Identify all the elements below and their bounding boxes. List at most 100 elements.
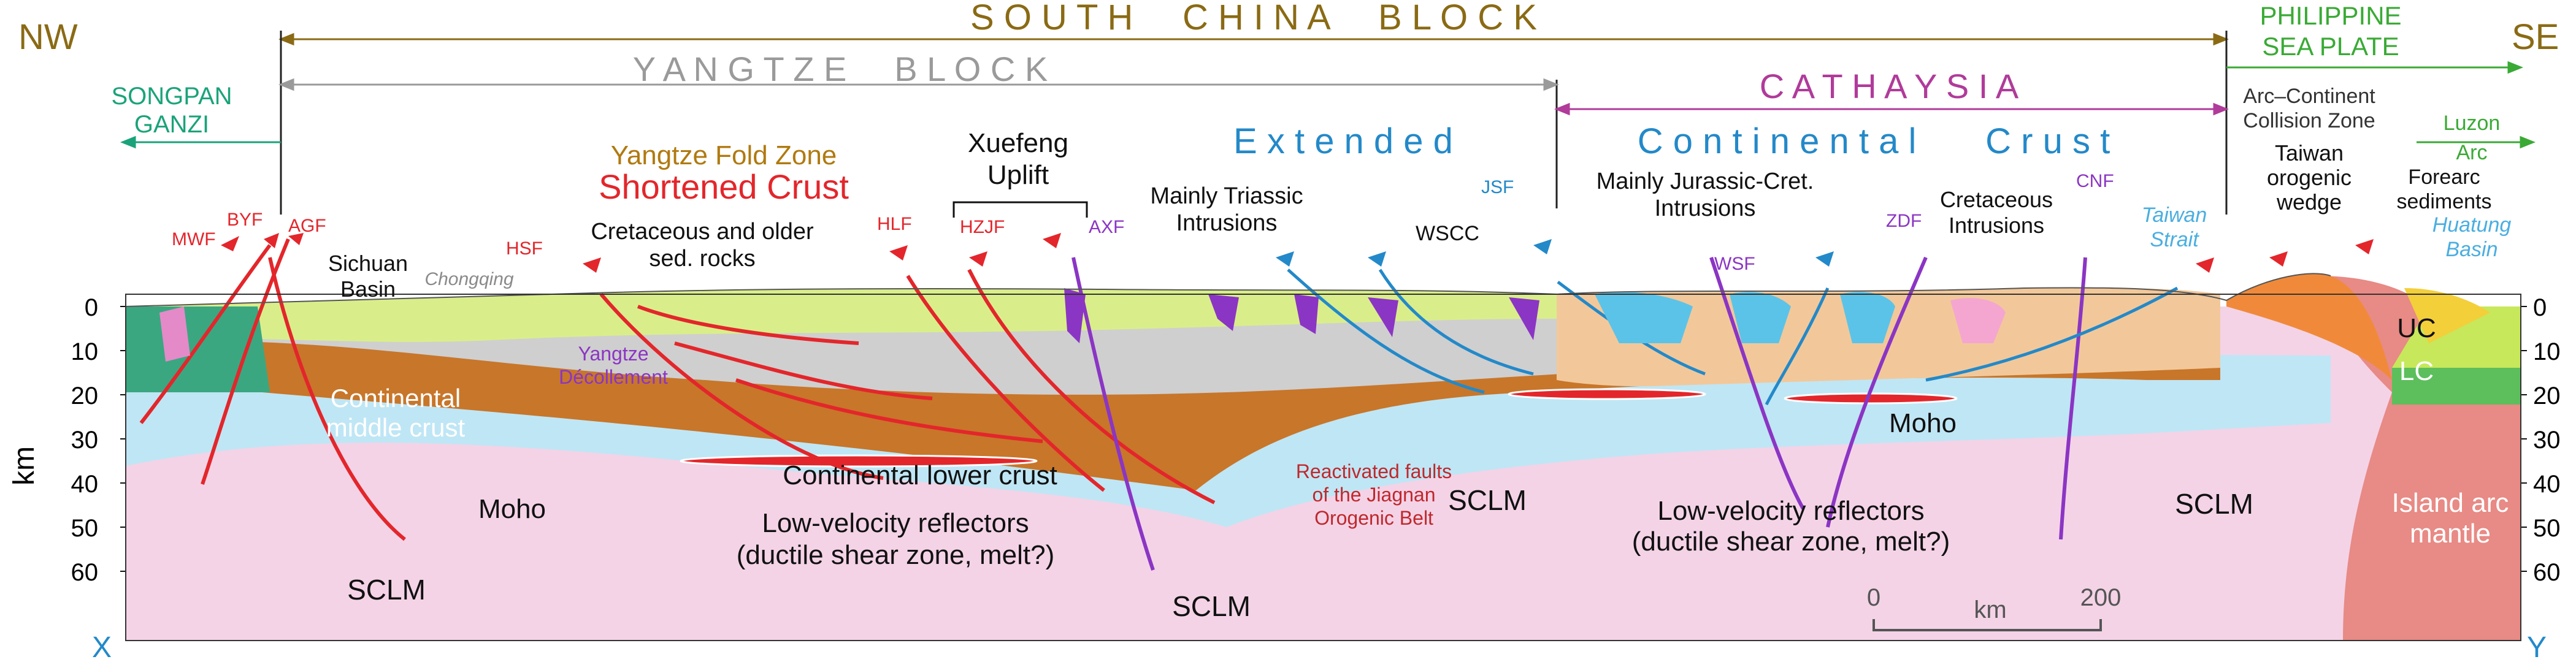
philippine-arrow [2226,61,2524,74]
depth-tick-30: 30 [71,427,99,454]
fault-agf: AGF [288,216,326,236]
lower-crust-label: Continental lower crust [783,460,1057,490]
fault-cnf: CNF [2076,171,2114,191]
fault-zdf: ZDF [1886,211,1922,231]
taiwan-wedge [2226,273,2392,380]
wscc-label: WSCC [1416,222,1479,245]
fault-jsf: JSF [1481,177,1514,197]
fault-hlf: HLF [877,214,912,234]
blue-flags [1276,239,1834,267]
taiwan-wedge-1: Taiwan [2275,140,2344,166]
jurassic-2: Intrusions [1655,196,1756,221]
depth-tick-60: 60 [71,559,99,586]
right-tick-60: 60 [2533,559,2561,586]
triassic-2: Intrusions [1176,210,1278,236]
right-tick-0: 0 [2533,294,2547,321]
moho-left: Moho [478,494,546,524]
right-tick-10: 10 [2533,338,2561,365]
taiwan-wedge-3: wedge [2276,189,2342,215]
reactivated-2: of the Jiagnan [1312,484,1435,506]
south-china-bracket [278,32,2229,46]
arc-continent-2: Collision Zone [2243,109,2375,132]
section-frame [125,294,2521,641]
lc-label: LC [2399,356,2434,386]
fault-hsf: HSF [506,238,543,259]
arc-continent-1: Arc–Continent [2243,85,2375,108]
depth-tick-20: 20 [71,382,99,409]
reactivated-1: Reactivated faults [1296,460,1452,482]
cretaceous-intr-2: Intrusions [1949,213,2044,238]
scale-bar [1873,619,2102,631]
jurassic-1: Mainly Jurassic-Cret. [1597,169,1814,194]
x-endpoint-label: X [92,631,112,662]
y-endpoint-label: Y [2527,631,2547,662]
cretaceous-older-1: Cretaceous and older [591,219,814,245]
philippine-title-2: SEA PLATE [2262,32,2399,61]
philippine-title-1: PHILIPPINE [2260,1,2401,30]
sclm-label-1: SCLM [347,574,426,606]
moho-right: Moho [1889,408,1957,438]
sclm-label-3: SCLM [1448,484,1527,516]
sichuan-2: Basin [340,276,396,302]
fault-flags [221,233,2374,273]
red-faults [139,238,1216,541]
continental-crust-title: C o n t i n e n t a l C r u s t [1638,121,2110,161]
xuefeng-title-1: Xuefeng [968,128,1068,158]
decollement-1: Yangtze [578,343,648,365]
south-china-block-title: S O U T H C H I N A B L O C K [970,0,1537,37]
reactivated-3: Orogenic Belt [1314,507,1433,529]
nw-label: NW [18,17,78,57]
island-arc-2: mantle [2410,519,2491,549]
sichuan-1: Sichuan [328,251,408,276]
yangtze-block-title: Y A N G T Z E B L O C K [633,50,1048,88]
cretaceous-older-2: sed. rocks [649,246,755,272]
xuefeng-bracket [953,201,1088,218]
yangtze-fold-zone-title: Yangtze Fold Zone [611,140,837,170]
luzon-2: Arc [2456,141,2488,164]
scale-end: 200 [2080,584,2122,611]
triassic-1: Mainly Triassic [1150,183,1303,209]
low-velocity-2: (ductile shear zone, melt?) [737,540,1054,570]
chongqing: Chongqing [424,269,513,289]
huatung-2: Basin [2445,238,2497,261]
middle-crust-2: middle crust [326,413,466,442]
se-label: SE [2512,17,2559,57]
reflector-mid [1508,388,1706,400]
depth-tick-0: 0 [85,294,98,321]
right-depth-ticks [2521,306,2527,572]
km-axis-label: km [8,446,40,485]
low-velocity-b-2: (ductile shear zone, melt?) [1632,527,1950,557]
middle-crust-1: Continental [331,384,461,413]
taiwan-strait-2: Strait [2150,228,2199,251]
luzon-arrow [2417,135,2536,149]
depth-tick-10: 10 [71,338,99,365]
intrusions [159,288,2490,362]
uc-label: UC [2397,313,2436,343]
lc-layer [2392,368,2521,405]
fault-hzjf: HZJF [960,217,1005,237]
scale-start: 0 [1867,584,1880,611]
taiwan-wedge-2: orogenic [2267,165,2352,190]
yangtze-bracket [278,78,1560,91]
section-body [126,273,2521,641]
taiwan-strait-1: Taiwan [2142,204,2207,227]
depth-tick-50: 50 [71,515,99,542]
low-velocity-b-1: Low-velocity reflectors [1657,496,1924,526]
fault-wsf: WSF [1714,254,1755,274]
low-velocity-1: Low-velocity reflectors [762,508,1029,538]
forearc-1: Forearc [2408,166,2480,189]
cathaysia-title: C A T H A Y S I A [1760,67,2019,105]
upper-crust [126,288,1557,342]
island-arc-1: Island arc [2392,488,2509,518]
huatung-1: Huatung [2432,213,2512,237]
extended-title: E x t e n d e d [1233,121,1453,161]
fault-mwf: MWF [172,229,216,249]
forearc-2: sediments [2397,190,2492,213]
fault-byf: BYF [227,210,263,230]
sclm-label-2: SCLM [1172,590,1251,622]
decollement-2: Décollement [559,366,668,388]
sclm-label-4: SCLM [2175,488,2253,520]
reflector-left [680,454,1038,468]
right-tick-40: 40 [2533,471,2561,498]
